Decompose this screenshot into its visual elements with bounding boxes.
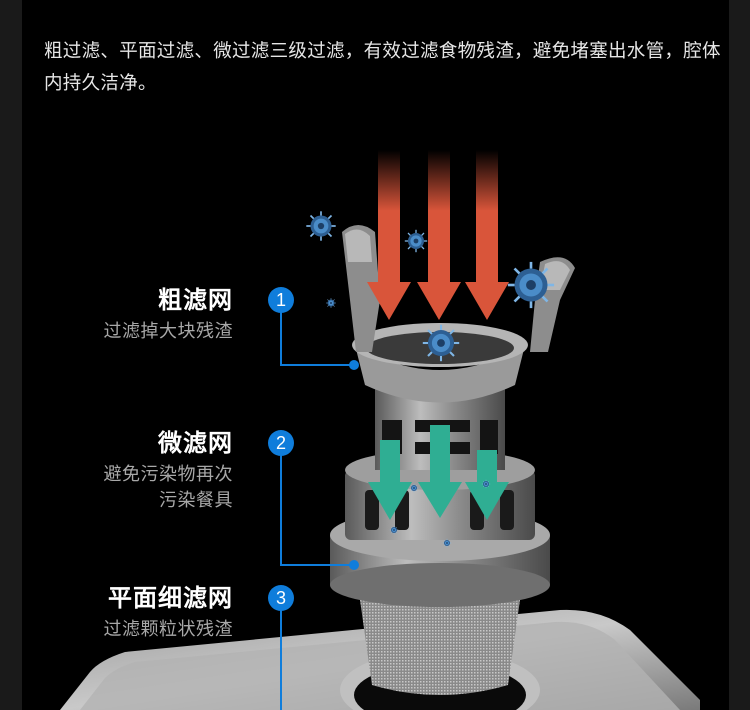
filter-description: 过滤颗粒状残渣 — [103, 619, 233, 640]
filter-title: 微滤网 — [158, 429, 233, 457]
filter-illustration — [60, 150, 700, 710]
teal-flow-arrows — [368, 425, 509, 520]
coarse-filter-basket — [342, 225, 575, 403]
intro-text: 粗过滤、平面过滤、微过滤三级过滤，有效过滤食物残渣，避免堵塞出水管，腔体内持久洁… — [44, 41, 721, 94]
product-feature-panel: 粗过滤、平面过滤、微过滤三级过滤，有效过滤食物残渣，避免堵塞出水管，腔体内持久洁… — [22, 0, 729, 710]
filter-label-coarse: 粗滤网 过滤掉大块残渣 — [104, 285, 234, 345]
filter-number-badge-3: 3 — [268, 585, 294, 611]
red-flow-arrows — [367, 150, 509, 320]
filter-description: 避免污染物再次 污染餐具 — [104, 462, 234, 514]
filter-title: 平面细滤网 — [108, 584, 233, 612]
filter-number-badge-1: 1 — [268, 287, 294, 313]
callout-dot-2 — [349, 560, 359, 570]
filter-number-badge-2: 2 — [268, 430, 294, 456]
filter-label-fine-flat: 平面细滤网 过滤颗粒状残渣 — [104, 583, 234, 643]
filter-description: 过滤掉大块残渣 — [103, 321, 233, 342]
filter-description-line: 污染餐具 — [159, 490, 233, 511]
filter-label-micro: 微滤网 避免污染物再次 污染餐具 — [104, 428, 234, 514]
filter-description-line: 避免污染物再次 — [103, 464, 233, 485]
filter-title: 粗滤网 — [158, 286, 233, 314]
callout-connectors — [280, 300, 354, 710]
callout-dot-1 — [349, 360, 359, 370]
